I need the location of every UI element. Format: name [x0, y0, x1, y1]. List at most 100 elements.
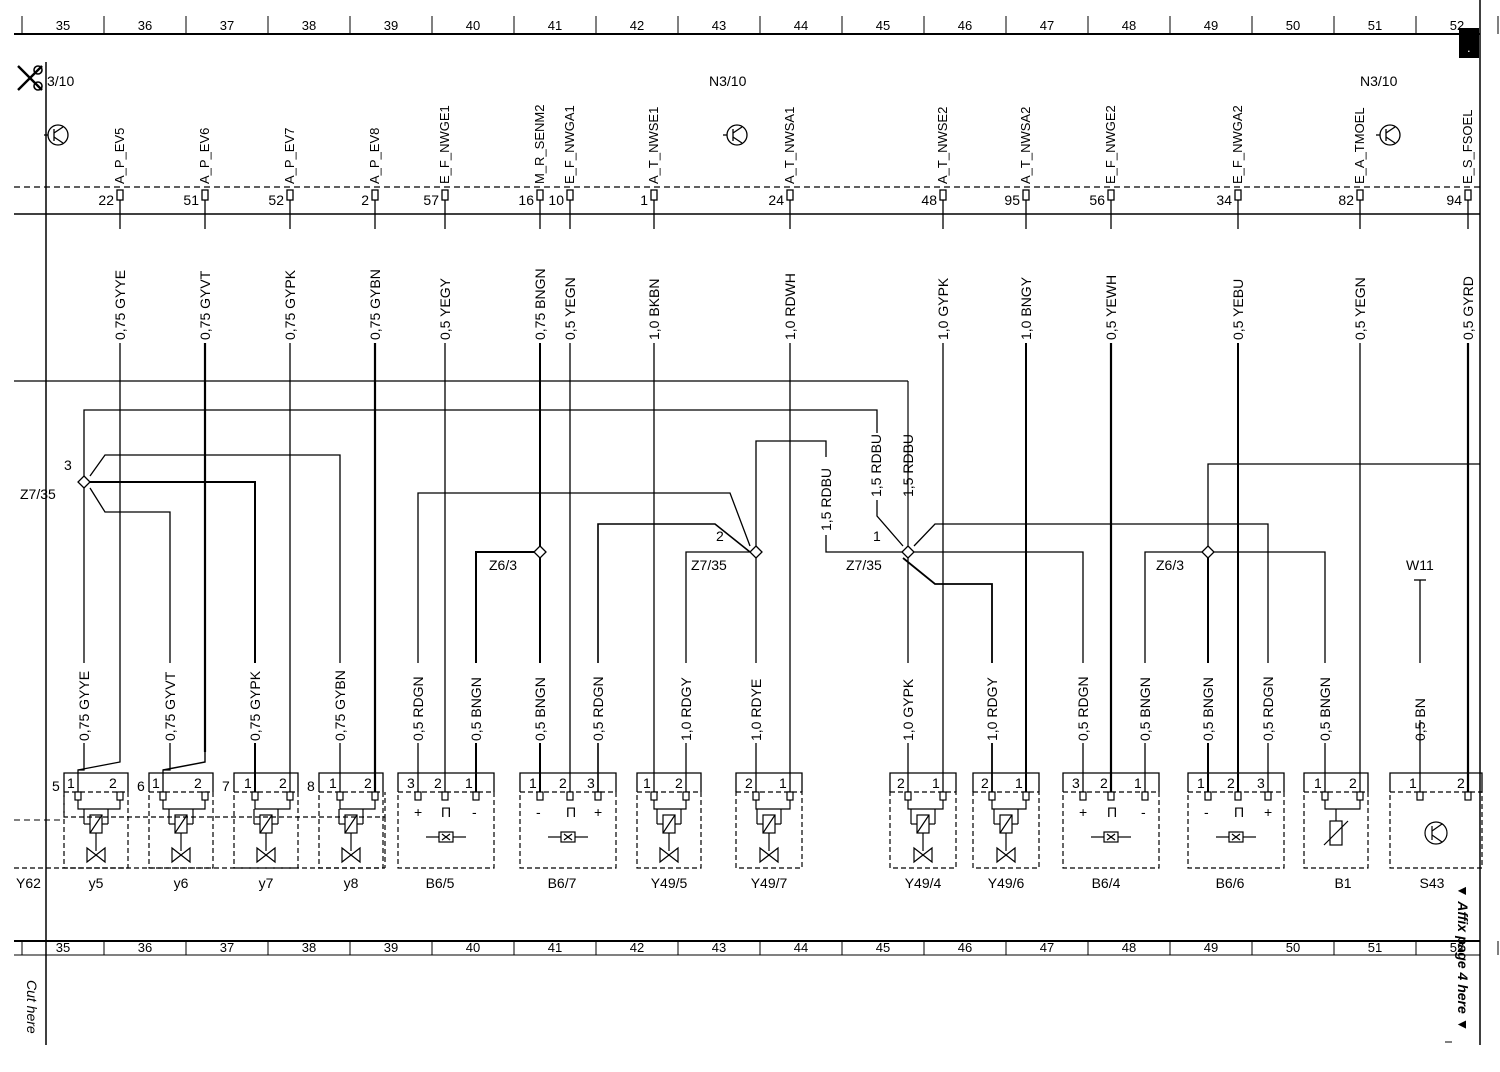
- component-pin: [336, 791, 344, 801]
- component-pin: [201, 791, 209, 801]
- component-pin: [1234, 791, 1242, 801]
- signal-name: M_R_SENM2: [532, 105, 547, 184]
- pin-number: 2: [1349, 775, 1357, 791]
- wire-label: 1,0 GYPK: [935, 277, 951, 340]
- grid-column-number: 44: [794, 18, 808, 33]
- wire-label: 0,75 GYPK: [282, 269, 298, 340]
- wire-label: 0,5 YEWH: [1103, 275, 1119, 340]
- grid-column-number: 35: [56, 18, 70, 33]
- valve-icon: [77, 800, 121, 864]
- wire-label: 0,5 RDGN: [590, 676, 606, 741]
- pin-number: 2: [361, 192, 369, 208]
- signal-name: A_P_EV6: [197, 128, 212, 184]
- hall-icon: [548, 831, 588, 843]
- component-b6-4: 3+2Π1-B6/4: [1062, 772, 1160, 891]
- pin-number: 2: [559, 775, 567, 791]
- wire-label: 0,75 GYYE: [112, 270, 128, 340]
- pin-number: 82: [1338, 192, 1354, 208]
- wire-label: 0,5 RDGN: [410, 676, 426, 741]
- pin-number: 1: [67, 775, 75, 791]
- pin-number: 1: [1409, 775, 1417, 791]
- y62-label: Y62: [16, 875, 41, 891]
- wire-label: 1,0 RDWH: [782, 273, 798, 340]
- sensor-icon: [1323, 800, 1361, 846]
- y62-bus-7: 7: [222, 778, 230, 794]
- pin-number: 2: [109, 775, 117, 791]
- pin-sign: +: [594, 804, 602, 820]
- grid-column-number: 41: [548, 18, 562, 33]
- grid-column-number: 47: [1040, 940, 1054, 955]
- affix-note: ▼ Affix page 4 here ▼: [1455, 884, 1471, 1032]
- switch-icon: [1424, 821, 1448, 845]
- signal-name: A_T_NWSA2: [1018, 107, 1033, 184]
- signal-name: A_P_EV5: [112, 128, 127, 184]
- hall-icon: [1091, 831, 1131, 843]
- grid-column-number: 50: [1286, 18, 1300, 33]
- pin-sign: Π: [566, 804, 576, 820]
- component-label: y8: [344, 875, 359, 891]
- scissors-icon: [17, 65, 43, 91]
- grid-column-number: 43: [712, 18, 726, 33]
- component-pin: [159, 791, 167, 801]
- component-b6-5: 3+2Π1-B6/5: [397, 772, 495, 891]
- wire-label: 0,5 RDGN: [1260, 676, 1276, 741]
- component-label: B6/5: [426, 875, 455, 891]
- wire-label: 0,75 GYVT: [162, 671, 178, 741]
- component-pin: [1356, 791, 1364, 801]
- wire-label: 0,5 YEGY: [437, 277, 453, 340]
- signal-name: E_A_TMOEL: [1352, 107, 1367, 184]
- wire-label-rdbu-1: 1,5 RDBU: [818, 468, 834, 531]
- connector-pin: [939, 189, 947, 201]
- connector-pin: [441, 189, 449, 201]
- signal-name: E_F_NWGA2: [1230, 105, 1245, 184]
- pin-number: 16: [518, 192, 534, 208]
- middle-wire-labels: 1,5 RDBU 1,5 RDBU 1,5 RDBU: [818, 434, 916, 531]
- grid-column-number: 47: [1040, 18, 1054, 33]
- component-pin: [1079, 791, 1087, 801]
- wire-label: 0,5 BN: [1412, 698, 1428, 741]
- grid-column-number: 42: [630, 18, 644, 33]
- pin-number: 1: [1197, 775, 1205, 791]
- component-pin: [286, 791, 294, 801]
- wire-label: 0,5 BNGN: [1200, 677, 1216, 741]
- pin-number: 2: [1227, 775, 1235, 791]
- pin-number: 2: [675, 775, 683, 791]
- signal-column: E_A_TMOEL 82 0,5 YEGN: [1338, 107, 1368, 340]
- signal-name: E_F_NWGE2: [1103, 105, 1118, 184]
- wire-label: 0,75 GYPK: [247, 670, 263, 741]
- grid-column-number: 46: [958, 940, 972, 955]
- wire-label: 0,75 GYBN: [367, 269, 383, 340]
- pin-sign: -: [1141, 804, 1146, 820]
- component-label: Y49/4: [905, 875, 942, 891]
- junction-label-z7-35-b: Z7/35: [691, 557, 727, 573]
- pin-number: 2: [897, 775, 905, 791]
- pin-number: 1: [779, 775, 787, 791]
- grid-column-number: 40: [466, 940, 480, 955]
- component-pin: [1141, 791, 1149, 801]
- junction-number-3: 3: [64, 457, 72, 473]
- valve-icon: [991, 800, 1027, 864]
- component-pin: [566, 791, 574, 801]
- component-pin: [786, 791, 794, 801]
- wire-label: 0,5 GYRD: [1460, 276, 1476, 340]
- wire-label: 0,5 YEGN: [1352, 277, 1368, 340]
- connector-pin: [1022, 189, 1030, 201]
- component-pin: [1204, 791, 1212, 801]
- component-pin: [1264, 791, 1272, 801]
- grid-column-number: 36: [138, 18, 152, 33]
- component-label: B6/6: [1216, 875, 1245, 891]
- y62-bus-5: 5: [52, 778, 60, 794]
- wire-label: 1,0 RDYE: [748, 679, 764, 741]
